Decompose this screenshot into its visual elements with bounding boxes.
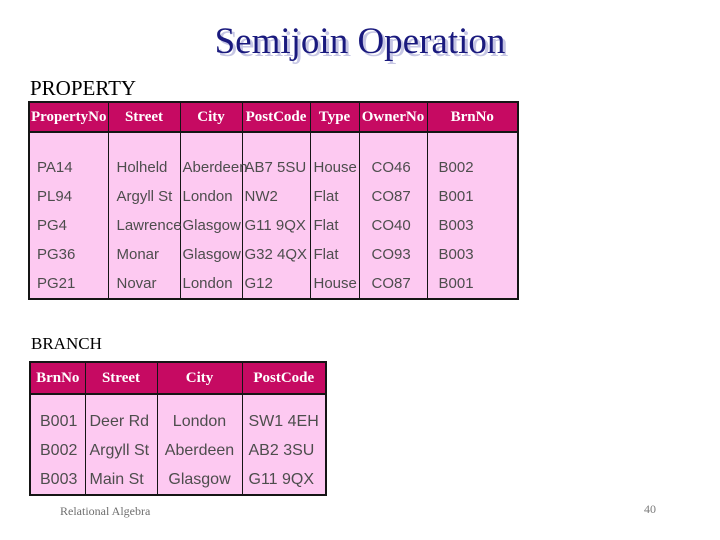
spacer-row bbox=[29, 394, 327, 407]
spacer-cell bbox=[309, 132, 360, 153]
property-table-label: PROPERTY bbox=[30, 76, 137, 100]
table-cell: Aberdeen bbox=[156, 436, 243, 465]
table-cell: B002 bbox=[426, 153, 519, 182]
spacer-cell bbox=[84, 394, 158, 407]
table-cell: B002 bbox=[29, 436, 86, 465]
table-cell: SW1 4EH bbox=[241, 407, 327, 436]
page-number: 40 bbox=[644, 502, 656, 516]
table-cell: CO87 bbox=[358, 269, 428, 299]
spacer-cell bbox=[29, 394, 86, 407]
table-cell: CO40 bbox=[358, 211, 428, 240]
table-cell: London bbox=[156, 407, 243, 436]
spacer-cell bbox=[107, 132, 181, 153]
table-cell: Novar bbox=[107, 269, 181, 299]
table-cell: CO46 bbox=[358, 153, 428, 182]
column-header: City bbox=[179, 102, 242, 133]
table-cell: Flat bbox=[309, 240, 360, 269]
table-cell: G11 9QX bbox=[241, 211, 311, 240]
column-header: PostCode bbox=[241, 102, 310, 133]
column-header: BrnNo bbox=[29, 362, 85, 395]
table-cell: Argyll St bbox=[84, 436, 158, 465]
spacer-cell bbox=[241, 132, 311, 153]
table-cell: London bbox=[179, 182, 243, 211]
table-cell: Flat bbox=[309, 182, 360, 211]
table-cell: B001 bbox=[426, 182, 519, 211]
table-cell: B001 bbox=[29, 407, 86, 436]
table-cell: Argyll St bbox=[107, 182, 181, 211]
column-header: Street bbox=[107, 102, 180, 133]
table-cell: PG21 bbox=[28, 269, 109, 299]
table-cell: CO93 bbox=[358, 240, 428, 269]
table-cell: Glasgow bbox=[179, 240, 243, 269]
table-cell: PL94 bbox=[28, 182, 109, 211]
column-header: Type bbox=[309, 102, 359, 133]
footer-text: Relational Algebra bbox=[60, 504, 151, 518]
table-cell: AB7 5SU bbox=[241, 153, 311, 182]
table-cell: PA14 bbox=[28, 153, 109, 182]
spacer-cell bbox=[426, 132, 519, 153]
table-cell: B003 bbox=[426, 211, 519, 240]
table-cell: Monar bbox=[107, 240, 181, 269]
table-cell: Main St bbox=[84, 465, 158, 495]
table-cell: Holheld bbox=[107, 153, 181, 182]
spacer-cell bbox=[241, 394, 327, 407]
table-cell: Flat bbox=[309, 211, 360, 240]
table-cell: B003 bbox=[426, 240, 519, 269]
table-cell: G12 bbox=[241, 269, 311, 299]
table-cell: G32 4QX bbox=[241, 240, 311, 269]
table-cell: B001 bbox=[426, 269, 519, 299]
table-cell: CO87 bbox=[358, 182, 428, 211]
spacer-cell bbox=[358, 132, 428, 153]
table-cell: House bbox=[309, 269, 360, 299]
table-cell: Aberdeen bbox=[179, 153, 248, 182]
table-cell: G11 9QX bbox=[241, 465, 327, 495]
table-cell: PG4 bbox=[28, 211, 109, 240]
table-cell: Glasgow bbox=[156, 465, 243, 495]
table-cell: B003 bbox=[29, 465, 86, 495]
column-header: OwnerNo bbox=[358, 102, 427, 133]
column-header: PostCode bbox=[241, 362, 326, 395]
column-header: Street bbox=[84, 362, 157, 395]
spacer-cell bbox=[28, 132, 109, 153]
spacer-cell bbox=[179, 132, 243, 153]
table-cell: NW2 bbox=[241, 182, 311, 211]
table-cell: Lawrence bbox=[107, 211, 182, 240]
branch-table-label: BRANCH bbox=[31, 334, 102, 353]
table-cell: Deer Rd bbox=[84, 407, 158, 436]
spacer-cell bbox=[156, 394, 243, 407]
table-cell: AB2 3SU bbox=[241, 436, 327, 465]
column-header: BrnNo bbox=[426, 102, 518, 133]
table-cell: Glasgow bbox=[179, 211, 243, 240]
spacer-row bbox=[28, 132, 519, 153]
slide-title: Semijoin Operation bbox=[214, 21, 506, 62]
table-cell: House bbox=[309, 153, 360, 182]
table-cell: London bbox=[179, 269, 243, 299]
column-header: City bbox=[156, 362, 242, 395]
column-header: PropertyNo bbox=[28, 102, 108, 133]
table-cell: PG36 bbox=[28, 240, 109, 269]
